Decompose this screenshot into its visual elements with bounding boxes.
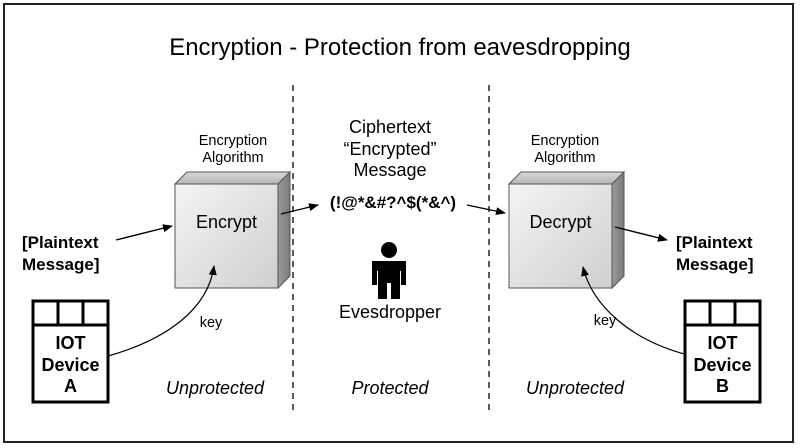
key-a-arrow	[107, 265, 217, 357]
algo-label-line-2: Algorithm	[202, 149, 264, 166]
key-b-arrow	[581, 266, 689, 356]
plaintext-line-2: Message]	[22, 255, 100, 275]
device-a-line-3: A	[64, 376, 77, 397]
decrypt-to-plaintext-arrow	[614, 226, 668, 242]
key-label-a: key	[199, 315, 223, 331]
encrypt-to-ciphertext-arrow	[280, 203, 319, 215]
device-b-line-1: IOT	[707, 333, 738, 353]
iot-device-a-label: IOT Device A	[33, 333, 108, 398]
ciphertext-to-decrypt-arrow	[466, 204, 506, 216]
plaintext-line-2: Message]	[676, 255, 754, 275]
ciphertext-label: Ciphertext “Encrypted” Message	[315, 117, 465, 182]
zone-label-unprotected-left: Unprotected	[165, 378, 265, 398]
plaintext-input-label: [Plaintext Message]	[22, 232, 122, 276]
device-b-line-2: Device	[693, 354, 752, 375]
diagram-title: Encryption - Protection from eavesdroppi…	[169, 34, 631, 61]
encrypt-label: Encrypt	[195, 212, 258, 232]
plaintext-line-1: [Plaintext	[676, 233, 753, 252]
plaintext-to-encrypt-arrow	[115, 224, 173, 241]
device-b-line-3: B	[716, 376, 729, 397]
zone-label-protected: Protected	[351, 378, 429, 398]
iot-device-b-label: IOT Device B	[685, 333, 760, 398]
ciphertext-value: (!@*&#?^$(*&^)	[329, 193, 457, 212]
key-label-b: key	[593, 313, 617, 329]
device-a-line-2: Device	[41, 354, 100, 375]
plaintext-output-label: [Plaintext Message]	[676, 232, 776, 276]
eavesdropper-person-icon	[372, 242, 406, 299]
algo-label-line-2: Algorithm	[534, 149, 596, 166]
encrypt-box	[173, 170, 292, 290]
diagram-frame	[3, 3, 794, 443]
decrypt-label: Decrypt	[529, 212, 592, 232]
plaintext-line-1: [Plaintext	[22, 233, 99, 252]
eavesdropper-label: Evesdropper	[338, 302, 442, 322]
encryption-algorithm-label-right: Encryption Algorithm	[510, 133, 620, 166]
iot-device-a	[31, 299, 110, 404]
zone-label-unprotected-right: Unprotected	[525, 378, 625, 398]
algo-label-line-1: Encryption	[530, 133, 600, 149]
cipher-line-2: “Encrypted”	[343, 138, 437, 159]
decrypt-box	[507, 170, 626, 290]
iot-device-b	[683, 299, 762, 404]
cipher-line-3: Message	[353, 160, 427, 181]
algo-label-line-1: Encryption	[198, 133, 268, 149]
device-a-line-1: IOT	[55, 333, 86, 353]
cipher-line-1: Ciphertext	[348, 117, 432, 137]
encryption-algorithm-label-left: Encryption Algorithm	[178, 133, 288, 166]
